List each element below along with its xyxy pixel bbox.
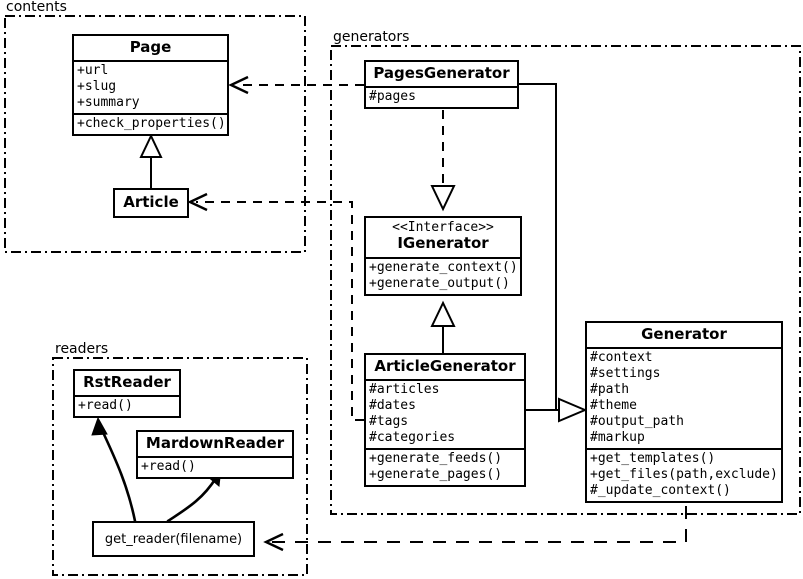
- class-attribute: #articles: [369, 382, 440, 398]
- class-attributes-generator: #context #settings #path #theme #output_…: [587, 347, 781, 448]
- class-method: +generate_context(): [369, 259, 518, 275]
- edge-generator-to-getreader-line: [272, 506, 687, 543]
- class-box-pagesgenerator[interactable]: PagesGenerator #pages: [364, 60, 519, 110]
- class-attributes-pagesgenerator: #pages: [366, 86, 517, 107]
- class-attributes-page: +url +slug +summary: [74, 60, 227, 113]
- class-method: +generate_output(): [369, 275, 510, 291]
- function-box-get-reader[interactable]: get_reader(filename): [92, 521, 255, 557]
- edge-pagesgenerator-to-igenerator-arrowhead: [430, 185, 456, 212]
- class-stereotype-igenerator: <<Interface>>: [392, 220, 494, 235]
- class-box-igenerator[interactable]: <<Interface>> IGenerator +generate_conte…: [364, 216, 522, 296]
- class-box-generator[interactable]: Generator #context #settings #path #them…: [585, 321, 783, 504]
- edge-pagesgenerator-to-page-arrowhead: [228, 75, 249, 95]
- class-attribute: #dates: [369, 398, 416, 414]
- class-attribute: #path: [590, 382, 630, 398]
- class-attribute: #context: [590, 350, 653, 366]
- edge-articlegenerator-to-article-line: [196, 201, 364, 421]
- class-attribute: #tags: [369, 414, 409, 430]
- edge-generator-to-getreader-arrowhead: [263, 532, 284, 552]
- class-attributes-articlegenerator: #articles #dates #tags #categories: [366, 379, 524, 448]
- class-method: +get_files(path,exclude): [590, 467, 778, 483]
- class-box-mardownreader[interactable]: MardownReader +read(): [136, 430, 294, 480]
- edge-articlegenerator-to-article-arrowhead: [187, 192, 208, 212]
- class-name-mardownreader: MardownReader: [145, 434, 285, 452]
- class-method: #_update_context(): [590, 483, 731, 499]
- class-box-page[interactable]: Page +url +slug +summary +check_properti…: [72, 34, 229, 137]
- class-method: +generate_feeds(): [369, 451, 503, 467]
- edge-getreader-to-mardownreader-line: [166, 476, 218, 523]
- edge-generalization-to-generator-arrowhead: [558, 397, 588, 423]
- class-attribute: #settings: [590, 366, 661, 382]
- class-method: +check_properties(): [77, 116, 226, 132]
- class-methods-articlegenerator: +generate_feeds() +generate_pages(): [366, 448, 524, 485]
- class-method: +read(): [78, 398, 133, 414]
- edge-articlegenerator-to-igenerator-arrowhead: [430, 300, 456, 327]
- class-methods-mardownreader: +read(): [138, 456, 292, 477]
- edge-getreader-to-rstreader-line: [99, 426, 137, 523]
- class-name-articlegenerator: ArticleGenerator: [374, 357, 516, 375]
- package-label-generators: generators: [331, 29, 412, 45]
- class-attribute: #theme: [590, 398, 637, 414]
- class-attribute: +summary: [77, 95, 140, 111]
- class-method: +read(): [141, 459, 196, 475]
- class-methods-igenerator: +generate_context() +generate_output(): [366, 256, 520, 294]
- class-method: +get_templates(): [590, 451, 716, 467]
- class-attribute: #categories: [369, 430, 456, 446]
- class-name-pagesgenerator: PagesGenerator: [373, 64, 510, 82]
- package-label-contents: contents: [4, 0, 69, 15]
- class-name-article: Article: [123, 193, 179, 211]
- class-method: +generate_pages(): [369, 467, 503, 483]
- edge-getreader-to-rstreader-arrowhead: [91, 416, 108, 436]
- class-attribute: +url: [77, 63, 109, 79]
- class-name-rstreader: RstReader: [83, 373, 171, 391]
- class-box-articlegenerator[interactable]: ArticleGenerator #articles #dates #tags …: [364, 353, 526, 488]
- class-methods-rstreader: +read(): [75, 395, 179, 416]
- class-methods-generator: +get_templates() +get_files(path,exclude…: [587, 448, 781, 501]
- class-name-generator: Generator: [641, 325, 727, 343]
- class-attribute: #output_path: [590, 414, 684, 430]
- class-attribute: #markup: [590, 430, 645, 446]
- edge-article-to-page-arrowhead: [139, 133, 163, 158]
- class-attribute: #pages: [369, 89, 416, 105]
- class-box-article[interactable]: Article: [113, 188, 189, 219]
- class-name-igenerator: IGenerator: [397, 234, 489, 253]
- package-label-readers: readers: [53, 341, 111, 357]
- class-methods-page: +check_properties(): [74, 113, 227, 134]
- class-attribute: +slug: [77, 79, 117, 95]
- class-name-page: Page: [129, 38, 172, 56]
- class-box-rstreader[interactable]: RstReader +read(): [73, 369, 181, 419]
- function-label-get-reader: get_reader(filename): [104, 531, 243, 547]
